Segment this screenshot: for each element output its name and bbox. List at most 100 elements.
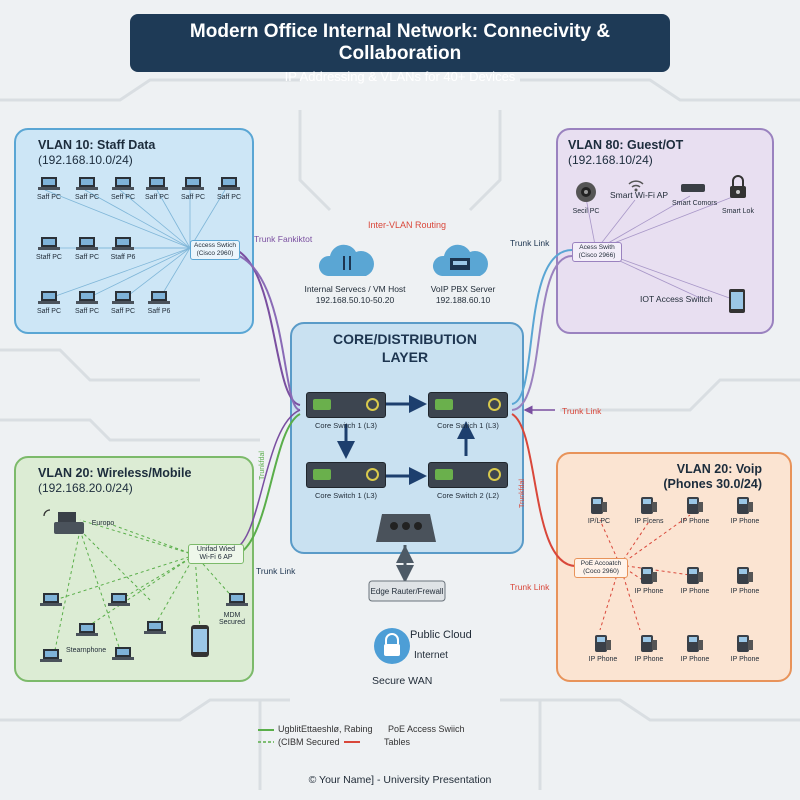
poe-switch: PoE Accoatch (Coco 2960)	[574, 558, 628, 578]
lock-icon	[730, 175, 746, 198]
vlan-guest-subnet: (192.168.10/24)	[568, 153, 653, 167]
tablet-icon	[191, 625, 209, 657]
staff-pc-label: Seff PC	[111, 194, 135, 201]
title-banner: Modern Office Internal Network: Conneciv…	[130, 14, 670, 84]
laptop-icon	[144, 621, 166, 634]
printer-label: Europo	[91, 520, 115, 527]
ip-phone-label: IP/LPC	[587, 518, 611, 525]
iot-switch-label: IOT Access Swiltch	[640, 294, 713, 304]
laptop-icon	[112, 291, 134, 304]
staff-pc-label: Saff PC	[75, 254, 99, 261]
laptop-icon	[40, 649, 62, 662]
laptop-icon	[76, 237, 98, 250]
staff-pc-label: Saff PC	[75, 308, 99, 315]
secure-cloud-icon	[374, 628, 410, 664]
trunk-staff-label: Trunk Fankiktot	[254, 234, 313, 244]
server1-ip: 192.168.50.10-50.20	[315, 295, 395, 305]
core-switch-2-label: Core Swiich 1 (L3)	[437, 421, 499, 430]
legend-item-2: PoE Access Swiich	[388, 724, 465, 734]
ip-phone-label: IP Phone	[588, 656, 618, 663]
laptop-icon	[108, 593, 130, 606]
server2-label: VoIP PBX Server	[430, 284, 496, 294]
server1-label: Internal Servecs / VM Host	[304, 284, 406, 294]
internet-label: Internet	[414, 650, 448, 661]
ip-phone-label: IP Phone	[680, 588, 710, 595]
pbx-cloud-icon	[432, 244, 488, 276]
trunk-vert-left-label: Trunkfdal	[258, 451, 266, 480]
vlan-wifi-subnet: (192.168.20.0/24)	[38, 481, 133, 495]
ip-phone-icon	[737, 567, 753, 584]
staff-pc-label: Staff PC	[36, 254, 62, 261]
staff-pc-label: Staff P6	[110, 254, 136, 261]
camera-label: Secil PC	[572, 208, 600, 215]
laptop-icon	[76, 177, 98, 190]
ip-phone-icon	[687, 635, 703, 652]
laptop-icon	[38, 291, 60, 304]
laptop-icon	[182, 177, 204, 190]
diagram-title: Modern Office Internal Network: Conneciv…	[189, 21, 611, 64]
laptop-icon	[148, 291, 170, 304]
core-switch-3-label: Core Switch 1 (L3)	[314, 491, 378, 500]
ip-phone-icon	[641, 567, 657, 584]
staff-access-switch: Access Swtich (Cisco 2960)	[190, 240, 240, 260]
server2-ip: 192.188.60.10	[435, 295, 491, 305]
core-title-line2: LAYER	[381, 349, 429, 365]
staff-pc-label: Saff PC	[111, 308, 135, 315]
legend-lines	[258, 729, 360, 743]
vlan-voip-subnet: (Phones 30.0/24)	[663, 477, 762, 491]
smartphone-label: Stearnphone	[66, 647, 107, 654]
trunk-vert-right-label: Trunkfdal	[518, 479, 526, 508]
trunk-guest-label: Trunk Link	[510, 238, 550, 248]
ip-phone-icon	[687, 497, 703, 514]
ip-phone-label: IP Phone	[634, 656, 664, 663]
ip-phone-icon	[591, 497, 607, 514]
laptop-icon	[76, 623, 98, 636]
ip-phone-label: IP Flcens	[634, 518, 664, 525]
staff-pc-label: Saff PC	[217, 194, 241, 201]
camera-icon	[576, 182, 596, 202]
core-switch-2	[428, 392, 508, 418]
laptop-icon	[38, 177, 60, 190]
legend-item-4: Tables	[384, 737, 411, 747]
core-switch-4-label: Core Switch 2 (L2)	[436, 491, 500, 500]
ip-phone-icon	[595, 635, 611, 652]
ip-phone-label: IP Phone	[730, 588, 760, 595]
server-cloud-icon	[318, 244, 374, 276]
ip-phone-icon	[737, 635, 753, 652]
trunk-core-right-label: Trunk Link	[562, 406, 602, 416]
core-switch-1	[306, 392, 386, 418]
legend-item-1: UgblitEttaeshlø, Rabing	[278, 724, 373, 734]
wan-label: Secure WAN	[372, 675, 433, 687]
router-icon	[376, 514, 436, 542]
lock-label: Smart Lok	[722, 208, 754, 215]
laptop-icon	[38, 237, 60, 250]
staff-pc-label: Saff P6	[147, 308, 171, 315]
laptop-icon	[112, 647, 134, 660]
core-switch-4	[428, 462, 508, 488]
trunk-voip-label: Trunk Link	[510, 582, 550, 592]
guest-access-switch: Acess Swith (Cisco 2966)	[572, 242, 622, 262]
vlan-guest-title: VLAN 80: Guest/OT	[568, 138, 684, 152]
laptop-icon	[226, 593, 248, 606]
laptop-icon	[218, 177, 240, 190]
vlan-wifi-title: VLAN 20: Wireless/Mobile	[38, 466, 192, 480]
sensor-label: Smart Comors	[672, 200, 718, 207]
firewall-icon	[368, 580, 446, 602]
ip-phone-icon	[641, 635, 657, 652]
core-switch-1-label: Core Switch 1 (L3)	[314, 421, 378, 430]
laptop-icon	[40, 593, 62, 606]
ip-phone-icon	[687, 567, 703, 584]
inter-vlan-label: Inter-VLAN Routing	[368, 220, 447, 230]
wifi-ap-label: Smart Wi-Fi AP	[610, 190, 669, 200]
wifi-ap-icon	[628, 180, 644, 192]
sensor-icon	[681, 184, 705, 192]
printer-icon	[43, 509, 84, 534]
edge-label: Edge Rauter/Frewall	[370, 587, 444, 596]
laptop-icon	[112, 177, 134, 190]
laptop-icon	[146, 177, 168, 190]
ip-phone-label: IP Phone	[730, 518, 760, 525]
staff-pc-label: Saff PC	[37, 308, 61, 315]
trunk-wifi-label: Trunk Link	[256, 566, 296, 576]
footer: © Your Name] - University Presentation	[308, 774, 492, 786]
